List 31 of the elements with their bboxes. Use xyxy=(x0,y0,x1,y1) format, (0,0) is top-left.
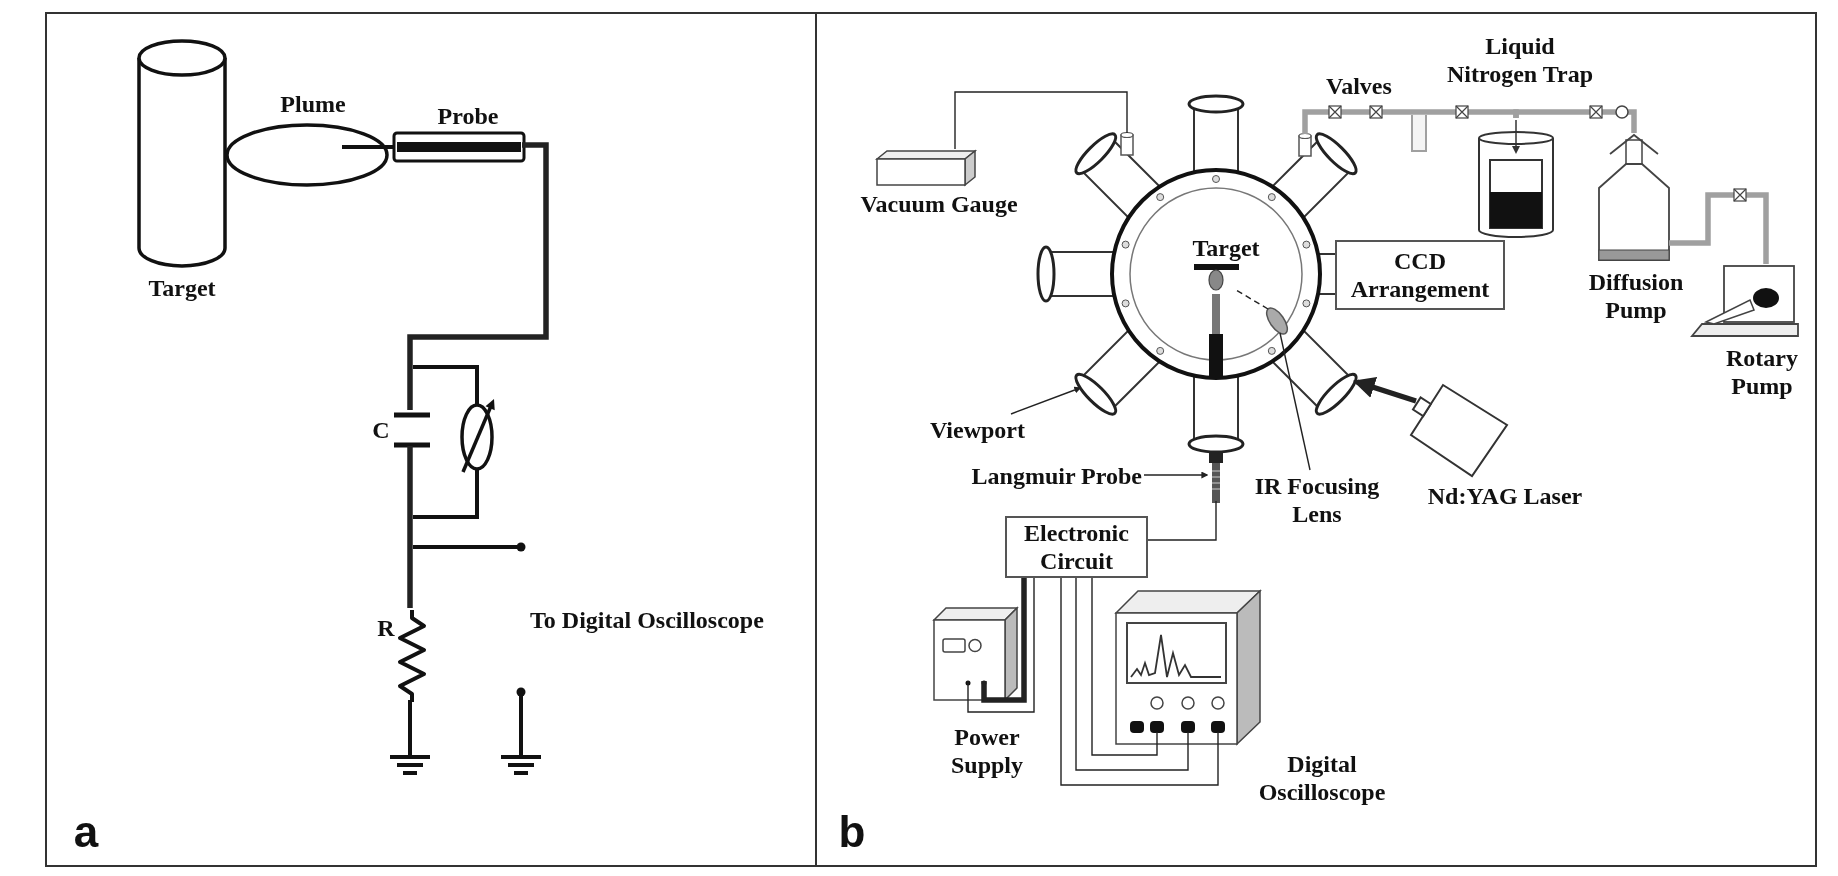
note-label: To Digital Oscilloscope xyxy=(530,606,764,634)
panel-letter: a xyxy=(73,808,99,856)
cable xyxy=(981,576,1027,703)
panel-frame xyxy=(817,12,1817,867)
circuit-unit: Electronic Circuit xyxy=(1005,516,1148,578)
vacuum-pipe xyxy=(1669,192,1769,264)
part-label: Plume xyxy=(280,90,346,118)
part-label: Nd:YAG Laser xyxy=(1427,482,1583,510)
callout-label: Langmuir Probe xyxy=(962,462,1142,490)
part-label: Vacuum Gauge xyxy=(860,190,1018,218)
component-label: C xyxy=(372,416,390,444)
part-label: Diffusion Pump xyxy=(1587,268,1685,324)
wire xyxy=(407,446,413,608)
part-label: Power Supply xyxy=(949,723,1025,779)
part-label: Liquid Nitrogen Trap xyxy=(1446,32,1594,88)
callout-label: Valves xyxy=(1326,72,1392,100)
panel-letter: b xyxy=(838,808,866,856)
component-label: R xyxy=(377,614,395,642)
signal-cable xyxy=(1147,500,1217,541)
cable xyxy=(967,575,1035,713)
ccd-unit: CCD Arrangement xyxy=(1335,240,1505,310)
part-label: Probe xyxy=(437,102,499,130)
leader-arrow xyxy=(1143,471,1209,479)
part-label: Digital Oscilloscope xyxy=(1257,750,1387,806)
vacuum-pipe xyxy=(1513,109,1637,133)
wire xyxy=(407,142,549,410)
callout-label: IR Focusing Lens xyxy=(1252,472,1382,528)
part-label: Target xyxy=(148,274,216,302)
part-label: Rotary Pump xyxy=(1725,344,1799,400)
panel-frame xyxy=(45,12,817,867)
callout-label: Viewport xyxy=(925,416,1025,444)
